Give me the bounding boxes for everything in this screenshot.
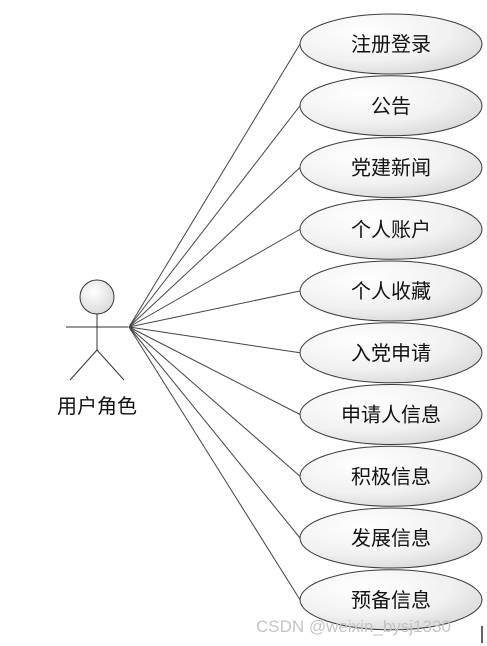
use-case: 注册登录 <box>299 13 483 75</box>
use-case: 个人账户 <box>299 198 483 260</box>
use-case-ellipse <box>299 137 483 198</box>
actor-user-role: 用户角色 <box>57 279 137 418</box>
association-line <box>128 290 301 328</box>
association-line <box>128 326 301 477</box>
association-line <box>128 105 301 328</box>
use-case-label: 申请人信息 <box>341 403 441 427</box>
use-case-label: 个人账户 <box>351 217 431 241</box>
actor-label: 用户角色 <box>57 394 137 418</box>
use-case: 申请人信息 <box>299 384 483 445</box>
use-case-ellipse <box>299 384 483 445</box>
use-case-label: 注册登录 <box>351 32 431 56</box>
use-case-label: 公告 <box>371 94 411 118</box>
use-case-ellipse <box>299 13 483 75</box>
use-case-ellipse <box>299 569 483 631</box>
use-case: 积极信息 <box>299 445 483 507</box>
use-case-label: 预备信息 <box>351 588 431 612</box>
association-lines <box>128 43 301 601</box>
use-case-ellipse <box>299 198 483 260</box>
association-line <box>128 167 301 328</box>
actor-head <box>79 279 115 315</box>
use-case: 预备信息 <box>299 569 483 631</box>
actor-right-leg <box>96 349 125 381</box>
use-case-label: 发展信息 <box>351 526 431 550</box>
actor-left-leg <box>69 349 98 381</box>
use-case: 党建新闻 <box>299 137 483 198</box>
use-case-label: 入党申请 <box>351 341 431 365</box>
use-case-label: 党建新闻 <box>351 156 431 180</box>
association-line <box>128 43 301 328</box>
use-case-ellipse <box>299 75 483 137</box>
use-case-label: 个人收藏 <box>351 279 431 303</box>
use-case-label: 积极信息 <box>351 464 431 488</box>
association-line <box>128 326 301 539</box>
use-case-ellipse <box>299 260 483 322</box>
use-case-ellipse <box>299 507 483 569</box>
use-case-ellipse <box>299 445 483 507</box>
association-line <box>128 326 301 601</box>
watermark-text: CSDN @weixin_bysj1330 <box>256 617 451 636</box>
use-case: 发展信息 <box>299 507 483 569</box>
association-line <box>128 326 301 415</box>
use-case: 入党申请 <box>299 322 483 384</box>
use-case: 个人收藏 <box>299 260 483 322</box>
use-case-ellipse <box>299 322 483 384</box>
use-case: 公告 <box>299 75 483 137</box>
association-line <box>128 326 301 354</box>
association-line <box>128 228 301 328</box>
